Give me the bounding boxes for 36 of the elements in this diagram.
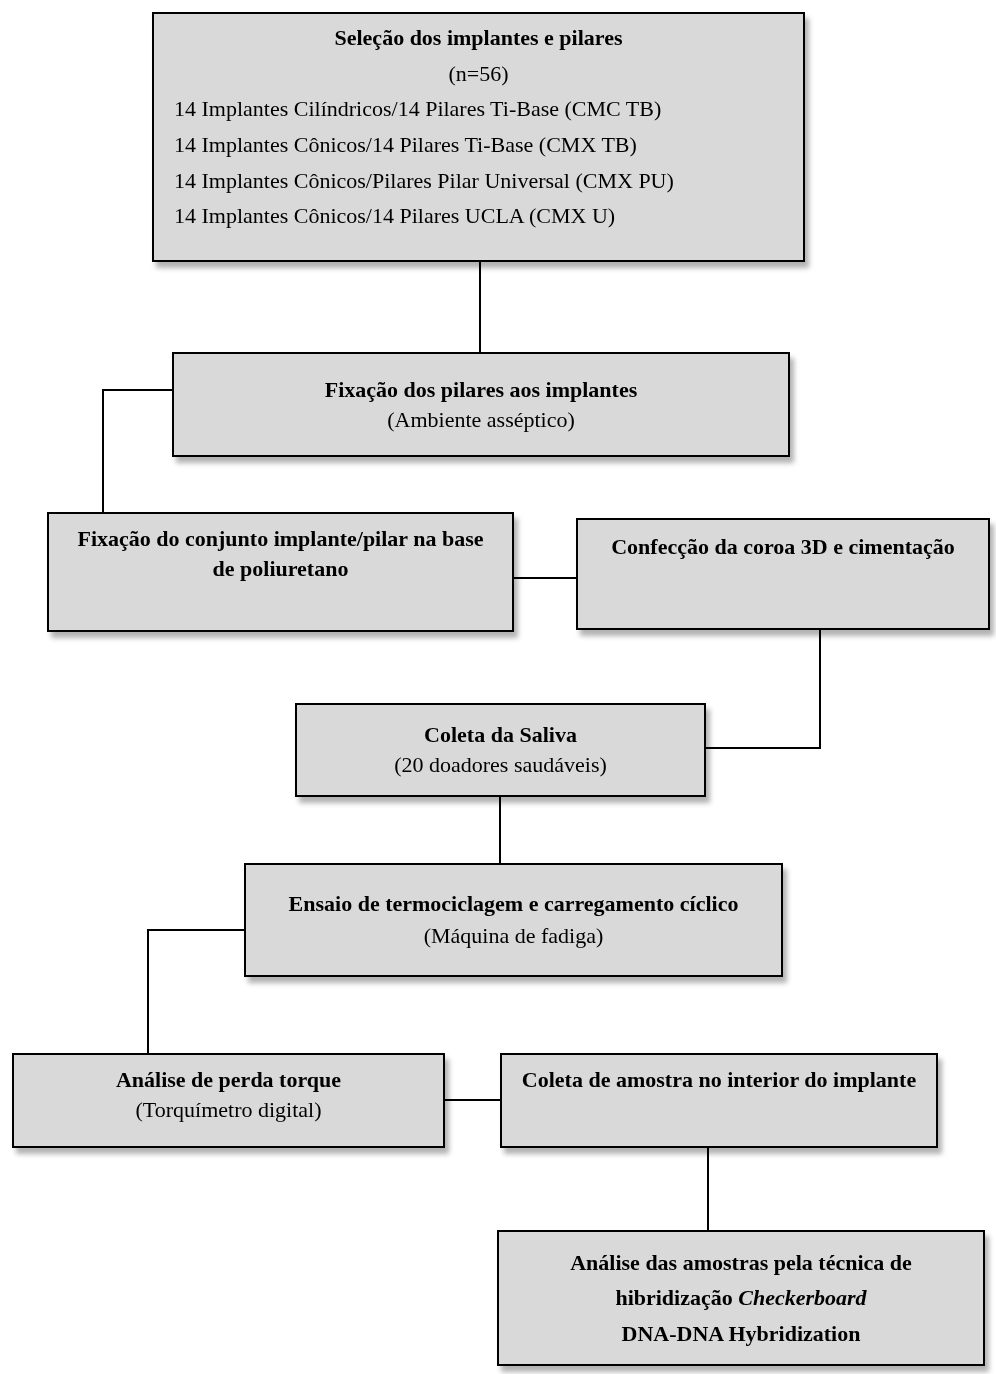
connector-line — [147, 929, 245, 1054]
step-detail: 14 Implantes Cônicos/Pilares Pilar Universal (CMX PU) — [174, 166, 675, 195]
step-title: Fixação dos pilares aos implantes — [323, 375, 639, 404]
process-box — [497, 1230, 985, 1366]
connector-line — [513, 577, 577, 579]
process-box — [172, 352, 790, 457]
connector-line — [102, 389, 173, 513]
step-title: Confecção da coroa 3D e cimentação — [610, 533, 956, 561]
step-detail: (Ambiente asséptico) — [386, 405, 576, 434]
connector-line — [444, 1099, 501, 1101]
step-title: Fixação do conjunto implante/pilar na base de poliuretano — [76, 525, 485, 583]
process-box — [244, 863, 783, 977]
step-title: Ensaio de termociclagem e carregamento cíclico — [287, 890, 740, 919]
step-title: Coleta de amostra no interior do implante — [520, 1066, 918, 1094]
step-title: Seleção dos implantes e pilares — [333, 24, 624, 52]
step-detail: 14 Implantes Cônicos/14 Pilares UCLA (CMX U) — [174, 202, 617, 231]
process-box — [576, 518, 990, 630]
step-title: Coleta da Saliva — [423, 721, 578, 750]
connector-line — [479, 261, 481, 353]
step-detail: (20 doadores saudáveis) — [393, 751, 608, 779]
step-title: Análise das amostras pela técnica de hibridização Checkerboard — [569, 1249, 913, 1313]
process-box — [12, 1053, 445, 1148]
step-title: Análise de perda torque — [114, 1066, 343, 1094]
connector-line — [707, 1147, 709, 1231]
step-detail: 14 Implantes Cilíndricos/14 Pilares Ti-Base (CMC TB) — [174, 95, 663, 124]
step-detail: (Máquina de fadiga) — [422, 922, 605, 950]
connector-line — [499, 796, 501, 864]
step-detail: 14 Implantes Cônicos/14 Pilares Ti-Base (CMX TB) — [174, 130, 638, 159]
process-box — [295, 703, 706, 797]
process-box — [47, 512, 514, 632]
step-title: DNA-DNA Hybridization — [620, 1319, 862, 1348]
step-detail: (n=56) — [447, 59, 510, 88]
step-detail: (Torquímetro digital) — [134, 1095, 323, 1124]
process-box — [152, 12, 805, 262]
connector-line — [705, 629, 821, 749]
process-box — [500, 1053, 938, 1148]
